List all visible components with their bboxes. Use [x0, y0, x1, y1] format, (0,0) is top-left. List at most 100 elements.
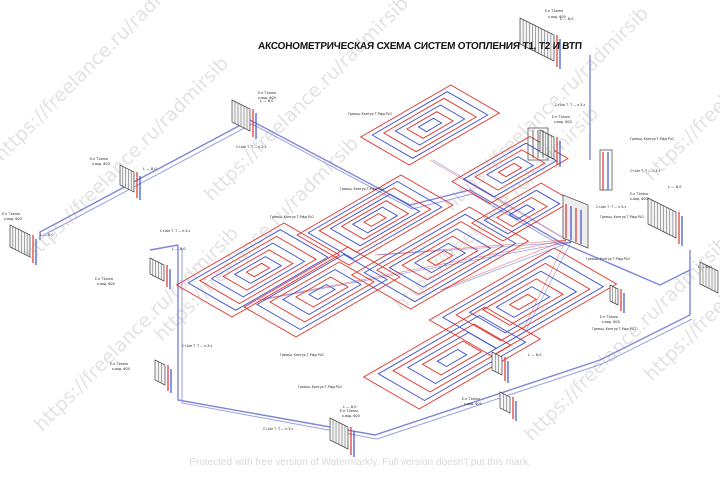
- annotation-riser_label: Ст-Ын Т. Т — н.З.з: [160, 229, 190, 233]
- loop-ring: [340, 200, 410, 240]
- annotation-radiator_sub: к-вод. Ф20: [548, 15, 566, 19]
- annotation-radiator_sub: к-вод. Ф20: [554, 120, 572, 124]
- main-pipe-left-upper: [39, 119, 251, 240]
- radiator-2: [231, 99, 257, 139]
- radiator-6: [647, 197, 683, 246]
- loop-ring: [256, 253, 388, 331]
- loop-ring: [363, 213, 387, 227]
- loop-ring: [282, 268, 362, 316]
- annotation-radiator_sub: к-вод. Ф20: [112, 367, 130, 371]
- loop-ring: [406, 331, 498, 385]
- annotation-pipe_label: L — 8,0: [698, 265, 712, 269]
- loop-ring: [243, 246, 401, 338]
- annotation-radiator_label: Е-н Т1wmo: [552, 115, 570, 119]
- loop-ring: [375, 221, 505, 295]
- loop-ring: [485, 156, 535, 184]
- annotation-loop_label: Греющ. Контур Т-Рфд PLG: [592, 327, 636, 331]
- annotation-radiator_sub: к-вод. Ф20: [342, 414, 360, 418]
- radiator-body: [9, 224, 31, 258]
- floor-loop-8: [362, 306, 542, 410]
- annotation-radiator_label: Е-н Т1wmo: [600, 315, 618, 319]
- loop-ring: [468, 270, 578, 334]
- annotation-pipe_label: L — 8,0: [260, 99, 274, 103]
- loop-return-line: [525, 241, 572, 331]
- loop-ring: [269, 261, 375, 323]
- loop-ring: [436, 348, 468, 368]
- loop-ring: [377, 314, 527, 402]
- radiator-8: [154, 359, 172, 393]
- annotation-radiator_label: Е-н Т1wmo: [258, 91, 276, 95]
- radiator-body: [119, 164, 135, 193]
- radiator-1: [519, 17, 561, 69]
- radiator-body: [491, 351, 503, 376]
- loop-ring: [496, 196, 548, 228]
- loop-ring: [417, 117, 443, 133]
- radiator-body: [519, 17, 555, 62]
- floor-loop-6: [243, 246, 401, 338]
- loop-ring: [388, 228, 492, 288]
- radiator-body: [154, 359, 166, 386]
- loop-ring: [495, 286, 551, 318]
- floor-loop-1: [359, 84, 501, 166]
- annotation-loop_label: Греющ. Контур Т-Рфд PLG: [586, 257, 630, 261]
- loop-ring: [307, 180, 443, 260]
- main-pipes: [39, 55, 691, 436]
- annotation-riser_label: Ст-Ын Т. Т — н.З.з: [182, 344, 212, 348]
- loop-ring: [245, 262, 271, 278]
- radiator-9: [329, 417, 355, 457]
- annotation-loop_label: Греющ. Контур Т-Рфд PLG: [280, 353, 324, 357]
- radiator-11: [499, 391, 517, 421]
- floor-loop-7: [428, 247, 618, 357]
- loop-ring: [497, 162, 523, 178]
- loop-ring: [222, 249, 294, 291]
- annotation-radiator_sub: к-вод. Ф20: [602, 320, 620, 324]
- radiator-body: [539, 129, 555, 160]
- loop-ring: [359, 84, 501, 166]
- manifold-cabinet: [527, 127, 613, 249]
- annotation-riser_label: Ст-Ын Т. Т — н.З.з: [263, 427, 293, 431]
- loop-ring: [401, 235, 479, 281]
- annotation-radiator_label: Е-н Т1wmo: [110, 362, 128, 366]
- loop-ring: [233, 256, 283, 284]
- radiator-7: [149, 257, 171, 289]
- loop-ring: [350, 206, 530, 310]
- annotation-loop_label: Греющ. Контур Т-Рфд PLG: [600, 215, 644, 219]
- floor-loop-4: [175, 222, 341, 318]
- main-pipe-bottom: [177, 245, 691, 436]
- annotation-loop_label: Греющ. Контур Т-Рфд PLG: [270, 215, 314, 219]
- loop-return-line: [432, 159, 572, 243]
- radiator-3: [119, 164, 141, 200]
- annotation-pipe_label: L — 8,0: [668, 185, 682, 189]
- radiator-body: [149, 257, 165, 282]
- loop-ring: [371, 91, 489, 159]
- loop-supply-line: [522, 239, 567, 331]
- loop-return-line: [442, 241, 572, 291]
- loop-ring: [295, 276, 349, 308]
- annotation-radiator_label: Е-н Т1wmo: [630, 192, 648, 196]
- loop-ring: [455, 262, 591, 342]
- loop-ring: [421, 340, 483, 376]
- loop-ring: [481, 278, 565, 326]
- loop-ring: [318, 187, 432, 253]
- loop-ring: [394, 104, 466, 146]
- annotation-radiator_label: Е-н Т1wmo: [340, 409, 358, 413]
- loop-ring: [187, 229, 329, 311]
- main-pipe-left-lower: [149, 244, 179, 251]
- annotation-radiator_sub: к-вод. Ф20: [92, 162, 110, 166]
- annotation-radiator_sub: к-вод. Ф20: [4, 217, 22, 221]
- loop-return-line: [260, 241, 572, 301]
- loop-supply-line: [374, 239, 567, 256]
- annotation-radiator_label: Е-н Т1wmo: [462, 397, 480, 401]
- annotation-radiator_label: Е-н Т1wmo: [90, 157, 108, 161]
- annotation-pipe_label: L — 8,0: [560, 17, 574, 21]
- loop-ring: [175, 222, 341, 318]
- loop-ring: [362, 306, 542, 410]
- loop-supply-line: [429, 159, 567, 241]
- annotation-loop_label: Греющ. Контур Т-Рфд PLG: [630, 137, 674, 141]
- loop-return-line: [377, 241, 572, 256]
- loop-supply-line: [257, 239, 567, 301]
- loop-ring: [351, 206, 399, 234]
- loop-ring: [363, 213, 517, 303]
- loop-ring: [199, 235, 317, 305]
